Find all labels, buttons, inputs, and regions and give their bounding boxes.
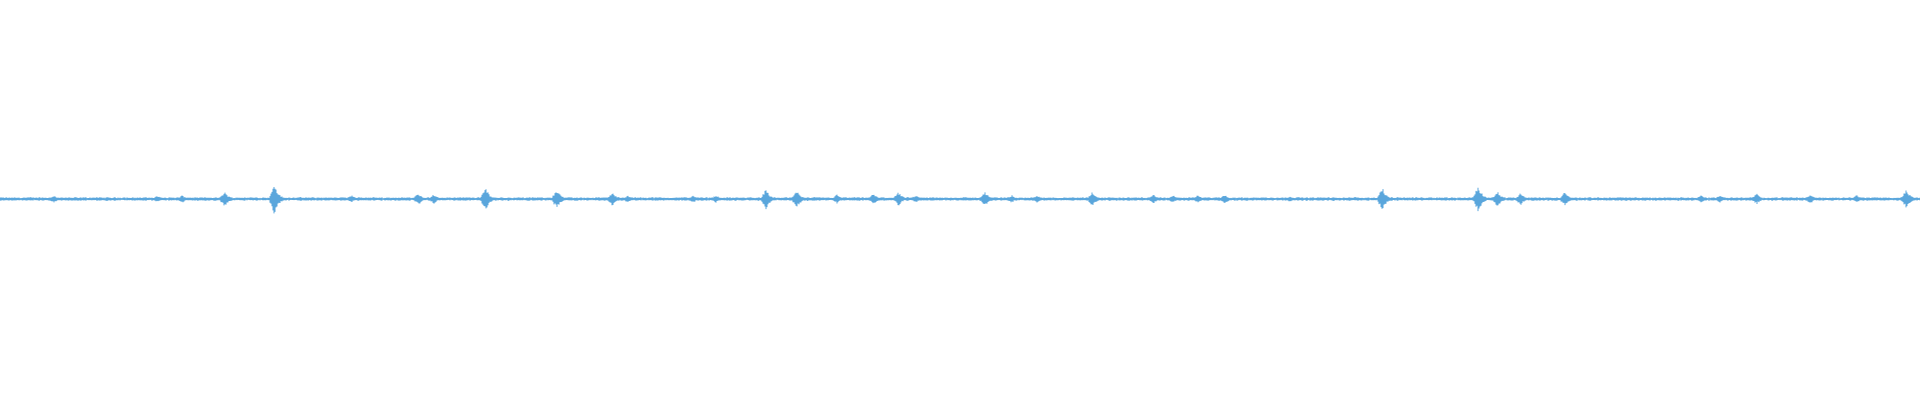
waveform-trace — [0, 187, 1920, 214]
